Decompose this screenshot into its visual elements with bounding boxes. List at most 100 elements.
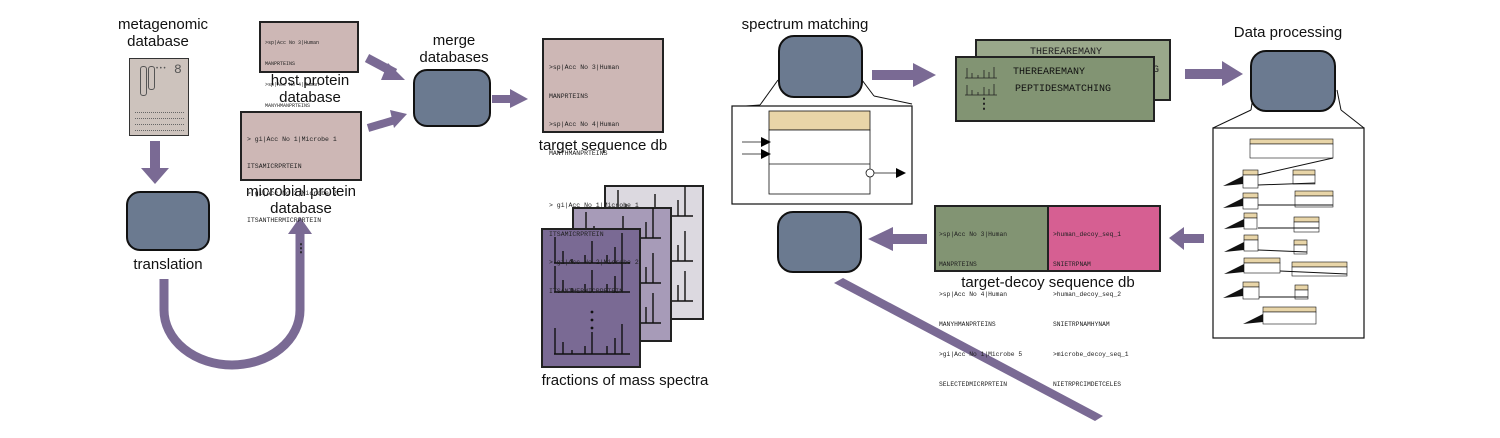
microbial-db-label-line2: database: [270, 200, 332, 217]
translation-label: translation: [133, 256, 203, 273]
er-table-body: [1242, 174, 1259, 189]
er-table-header: [1242, 192, 1259, 199]
seq-line: NIETRPRCIMDETCELES: [1053, 381, 1122, 388]
er-table-header: [1243, 212, 1258, 219]
er-table-body: [1294, 289, 1309, 300]
er-crowfoot: [1224, 219, 1244, 229]
diagonal-connector: [834, 278, 1103, 421]
seq-line: ITSANTHERMICRPRTEIN: [247, 217, 322, 224]
seq-line: >sp|Acc No 3|Human: [939, 231, 1008, 238]
er-relation-line: [1257, 249, 1308, 253]
decoy-entries-panel: >human_decoy_seq_1 SNIETRPNAM >human_dec…: [1049, 207, 1159, 388]
er-table-header: [1294, 190, 1334, 197]
chromosome-icon: [140, 66, 147, 96]
er-table-body: [1292, 174, 1316, 185]
seq-line: > gi|Acc No 1|Microbe 1: [247, 136, 337, 143]
host-db-label-line1: host protein: [270, 72, 350, 89]
er-table-header: [1292, 169, 1316, 176]
merge-databases-label: merge databases: [404, 32, 504, 66]
target-entries-panel: >sp|Acc No 3|Human MANPRTEINS >sp|Acc No…: [936, 207, 1049, 388]
microbial-protein-db-label: microbial protein database: [226, 183, 376, 217]
er-table-header: [1249, 138, 1334, 145]
er-crowfoot: [1223, 288, 1243, 298]
er-table-header: [1243, 234, 1259, 241]
er-table-header: [1242, 281, 1260, 288]
arrow-metagenome-to-translation: [141, 141, 169, 184]
metagenomic-db-label: metagenomic database: [118, 16, 208, 50]
peptide-line: THEREAREMANY: [1013, 67, 1086, 78]
host-protein-db-label: host protein database: [240, 72, 380, 106]
seq-line: >sp|Acc No 3|Human: [265, 40, 320, 46]
er-table-body: [1293, 221, 1320, 233]
ellipsis-dot: [590, 310, 594, 314]
seq-line: >microbe_decoy_seq_1: [1053, 351, 1129, 358]
seq-line: >sp|Acc No 4|Human: [265, 82, 320, 88]
dna-reads: [135, 109, 184, 136]
er-table-body: [1243, 239, 1259, 252]
spectrum-peaks: [554, 324, 630, 355]
spectrum-matching-label: spectrum matching: [741, 16, 869, 33]
arrow-peptides-to-processing: [1185, 61, 1243, 86]
metagenomic-db-label-line1: metagenomic: [118, 16, 209, 33]
merge-databases-process-box[interactable]: [413, 69, 491, 127]
er-table-body: [1262, 311, 1317, 325]
er-table-body: [1242, 286, 1260, 300]
seq-line: MANYHMANPRTEINS: [549, 149, 608, 157]
spectrum-matching-process-box[interactable]: [778, 35, 863, 98]
spectrum-matching-detail-panel: [731, 79, 913, 205]
ellipsis-dots: • • •: [156, 66, 166, 72]
er-crowfoot: [1243, 314, 1263, 324]
er-table-body: [1293, 244, 1308, 255]
seq-line: MANYHMANPRTEINS: [265, 103, 311, 109]
seq-line: >sp|Acc No 3|Human: [549, 64, 620, 71]
er-relation-line: [1257, 157, 1334, 176]
seq-line: SNIETRPNAMHYNAM: [1053, 321, 1110, 328]
er-table-header: [1294, 284, 1309, 291]
er-relation-line: [1257, 182, 1316, 186]
target-decoy-db-box: >sp|Acc No 3|Human MANPRTEINS >sp|Acc No…: [934, 205, 1161, 388]
er-table-body: [1294, 195, 1334, 208]
microbial-db-label-line1: microbial protein: [245, 183, 357, 200]
database-search-process-box[interactable]: [777, 211, 862, 273]
er-table-header: [1243, 257, 1281, 264]
seq-line: >sp|Acc No 4|Human: [549, 121, 620, 128]
arrow-microbial-db-to-merge: [366, 110, 407, 132]
microbial-protein-db-box: > gi|Acc No 1|Microbe 1 ITSAMICRPRTEIN >…: [240, 111, 362, 256]
seq-line: ITSANTHERMICRPRTEIN: [549, 287, 624, 295]
er-table-body: [1243, 262, 1281, 274]
data-processing-process-box[interactable]: [1250, 50, 1336, 112]
merge-label-line2: databases: [419, 49, 489, 66]
peptide-match-card-front: THEREAREMANY PEPTIDESMATCHING ⋮: [955, 56, 1155, 122]
er-relation-line: [1279, 270, 1348, 275]
er-table-header: [1262, 306, 1317, 313]
seq-line: ITSAMICRPRTEIN: [549, 230, 604, 238]
host-db-label-line2: database: [279, 89, 341, 106]
peptide-line: THEREAREMANY: [1030, 47, 1103, 58]
ellipsis: ⋮: [295, 242, 307, 256]
er-crowfoot: [1224, 264, 1244, 274]
spectrum-card: [541, 228, 641, 368]
seq-line: SELECTEDMICRPRTEIN: [939, 381, 1008, 388]
host-protein-db-box: >sp|Acc No 3|Human MANPRTEINS >sp|Acc No…: [259, 21, 359, 134]
peptide-line: PEPTIDESMATCHING: [1015, 84, 1112, 95]
er-table-header: [1242, 169, 1259, 176]
er-table-header: [1293, 216, 1320, 223]
ellipsis: ⋮: [977, 95, 991, 111]
chromosome-glyph: 8: [174, 62, 182, 77]
seq-line: > gi|Acc No 1|Microbe 1: [549, 202, 639, 209]
metagenomic-db-label-line2: database: [127, 33, 189, 50]
metagenomic-db-card: • • • 8: [129, 58, 189, 136]
chromosome-icon: [148, 66, 155, 90]
er-table-body: [1243, 217, 1258, 230]
seq-line: MANPRTEINS: [939, 261, 977, 268]
spectrum-peaks: [554, 233, 630, 264]
data-processing-label: Data processing: [1233, 24, 1343, 41]
er-crowfoot: [1223, 198, 1243, 208]
ellipsis-dot: [590, 318, 594, 322]
arrow-translation-to-microbial-db: [159, 217, 312, 370]
seq-line: > gi|Acc No 2|Microbe 2: [549, 259, 639, 266]
mass-spectra-label: fractions of mass spectra: [541, 372, 709, 389]
translation-process-box[interactable]: [126, 191, 210, 251]
spectrum-peaks: [554, 262, 630, 293]
